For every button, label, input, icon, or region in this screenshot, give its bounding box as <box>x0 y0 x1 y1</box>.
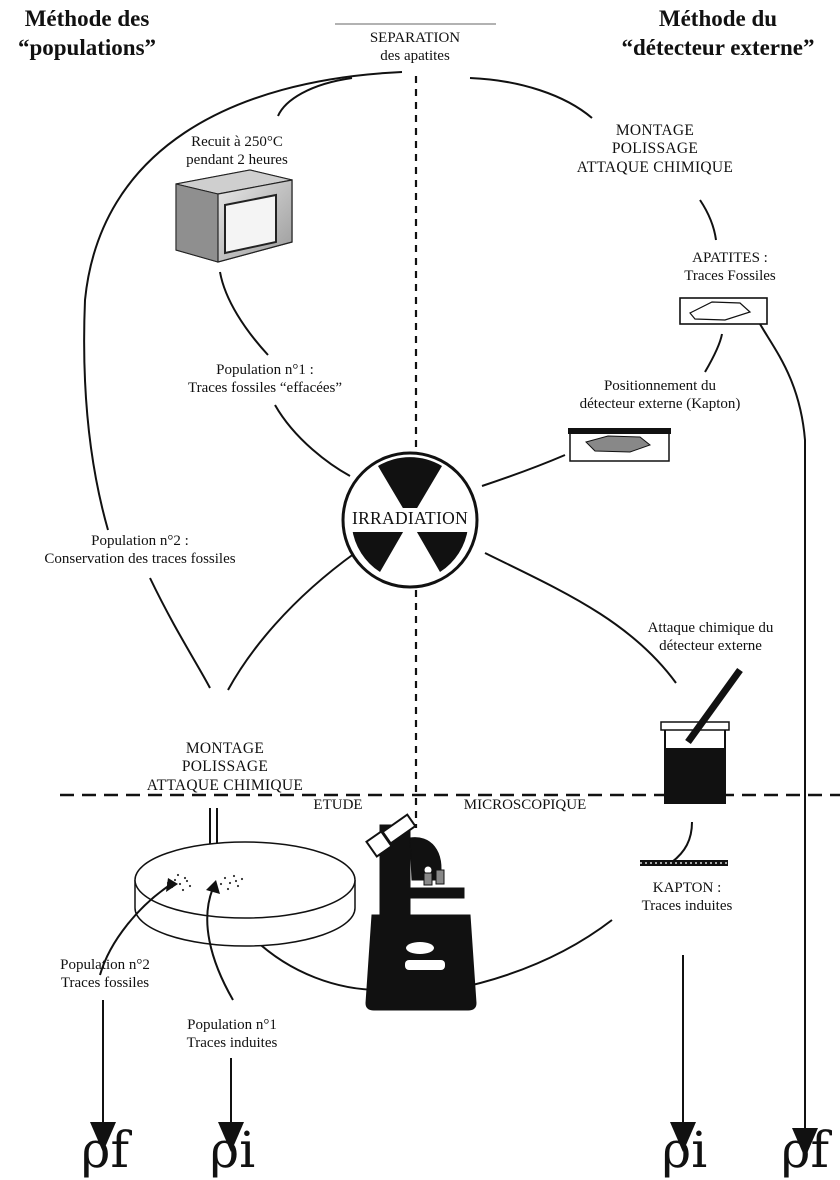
population2-kept-label: Population n°2 : Conservation des traces… <box>10 533 270 568</box>
pop2-line1: Population n°2 : <box>91 533 189 549</box>
connector-detector-to-irradiation <box>481 454 566 487</box>
disk-population1-label: Population n°1 Traces induites <box>172 1017 292 1052</box>
left-mount-polish-etch-label: MONTAGE POLISSAGE ATTAQUE CHIMIQUE <box>130 740 320 795</box>
detector-line2: détecteur externe (Kapton) <box>579 395 741 412</box>
oven-icon <box>175 169 293 263</box>
disk-population2-label: Population n°2 Traces fossiles <box>45 957 165 992</box>
disk-pop1-line2: Traces induites <box>186 1034 278 1051</box>
detector-line1: Positionnement du <box>603 378 717 394</box>
connector-population1-to-irradiation <box>274 404 351 477</box>
apatite-grain-mount <box>679 297 768 325</box>
detector-positioning-icon <box>568 428 671 462</box>
connector-irradiation-to-beaker <box>484 552 677 684</box>
connector-apatites-to-rho-f <box>759 323 806 1140</box>
connector-oven-to-population1 <box>219 271 269 356</box>
population1-erased-label: Population n°1 : Traces fossiles “effacé… <box>155 362 375 397</box>
arrowhead-left-pi <box>218 1122 244 1152</box>
pop2-line2: Conservation des traces fossiles <box>44 550 236 567</box>
pop1-line2: Traces fossiles “effacées” <box>187 379 343 396</box>
connector-disk-to-microscope <box>249 934 381 991</box>
apatites-line2: Traces Fossiles <box>684 267 776 284</box>
kapton-line1: KAPTON : <box>652 880 722 896</box>
separation-line1: SEPARATION <box>369 30 461 46</box>
connector-separation-to-population2 <box>83 71 403 531</box>
connector-separation-to-anneal <box>277 77 353 117</box>
anneal-line1: Recuit à 250°C <box>191 134 283 150</box>
arrowhead-pop1-disk <box>206 880 220 894</box>
connector-beaker-to-kapton <box>671 821 693 863</box>
connector-irradiation-to-montage <box>227 552 356 691</box>
right-title-line1: Méthode du <box>658 6 778 31</box>
radiation-symbol <box>341 451 479 589</box>
left-method-title: Méthode des “populations” <box>2 5 172 63</box>
arrow-pop1-to-disk <box>206 887 234 1001</box>
separation-line2: des apatites <box>380 47 450 64</box>
polished-mount-disk <box>134 841 356 947</box>
detector-etching-label: Attaque chimique du détecteur externe <box>628 620 793 655</box>
arrowhead-pop2-disk <box>166 878 178 892</box>
left-title-line2: “populations” <box>17 34 157 60</box>
separation-label: SEPARATION des apatites <box>340 30 490 65</box>
beaker-icon <box>660 667 743 804</box>
output-right-rho-i: ρi <box>661 1121 708 1179</box>
study-label-left: ETUDE <box>313 797 363 813</box>
disk-pop2-line1: Population n°2 <box>60 957 150 973</box>
left-title-line1: Méthode des <box>24 6 150 31</box>
disk-pop1-line1: Population n°1 <box>187 1017 277 1033</box>
kapton-strip-icon <box>640 860 728 866</box>
arrowhead-right-pi <box>670 1122 696 1152</box>
right-method-title: Méthode du “détecteur externe” <box>596 5 840 63</box>
microscope-icon <box>365 813 477 1011</box>
apatites-label: APATITES : Traces Fossiles <box>665 250 795 285</box>
connector-mount-to-apatites <box>699 199 717 241</box>
right-mount-polish-etch-label: MONTAGE POLISSAGE ATTAQUE CHIMIQUE <box>555 122 755 177</box>
disk-pop2-line2: Traces fossiles <box>60 974 150 991</box>
left-mount-line3: ATTAQUE CHIMIQUE <box>146 776 304 794</box>
arrow-pop2-to-disk <box>99 884 171 976</box>
anneal-line2: pendant 2 heures <box>186 151 288 168</box>
right-mount-line1: MONTAGE <box>615 122 695 139</box>
left-mount-line1: MONTAGE <box>185 740 265 757</box>
anneal-label: Recuit à 250°C pendant 2 heures <box>172 134 302 169</box>
etch-line1: Attaque chimique du <box>647 620 774 636</box>
connector-separation-to-right-mount <box>469 77 593 119</box>
output-right-rho-f: ρf <box>781 1121 829 1179</box>
pop1-line1: Population n°1 : <box>216 362 314 378</box>
output-left-rho-i: ρi <box>209 1121 256 1179</box>
irradiation-label: IRRADIATION <box>351 508 469 528</box>
apatites-line1: APATITES : <box>692 250 768 266</box>
arrowhead-left-pf <box>90 1122 116 1152</box>
left-mount-line2: POLISSAGE <box>181 758 269 776</box>
arrowhead-right-pf <box>792 1128 818 1158</box>
connector-apatites-to-positioning <box>704 333 723 373</box>
right-title-line2: “détecteur externe” <box>621 34 815 60</box>
detector-positioning-label: Positionnement du détecteur externe (Kap… <box>555 378 765 413</box>
right-mount-line2: POLISSAGE <box>611 140 699 158</box>
connector-population2-to-montage <box>149 577 211 689</box>
kapton-line2: Traces induites <box>641 897 733 914</box>
kapton-label: KAPTON : Traces induites <box>612 880 762 915</box>
study-label-right: MICROSCOPIQUE <box>463 797 587 813</box>
output-left-rho-f: ρf <box>81 1121 129 1179</box>
etch-line2: détecteur externe <box>659 637 762 654</box>
right-mount-line3: ATTAQUE CHIMIQUE <box>576 158 734 176</box>
